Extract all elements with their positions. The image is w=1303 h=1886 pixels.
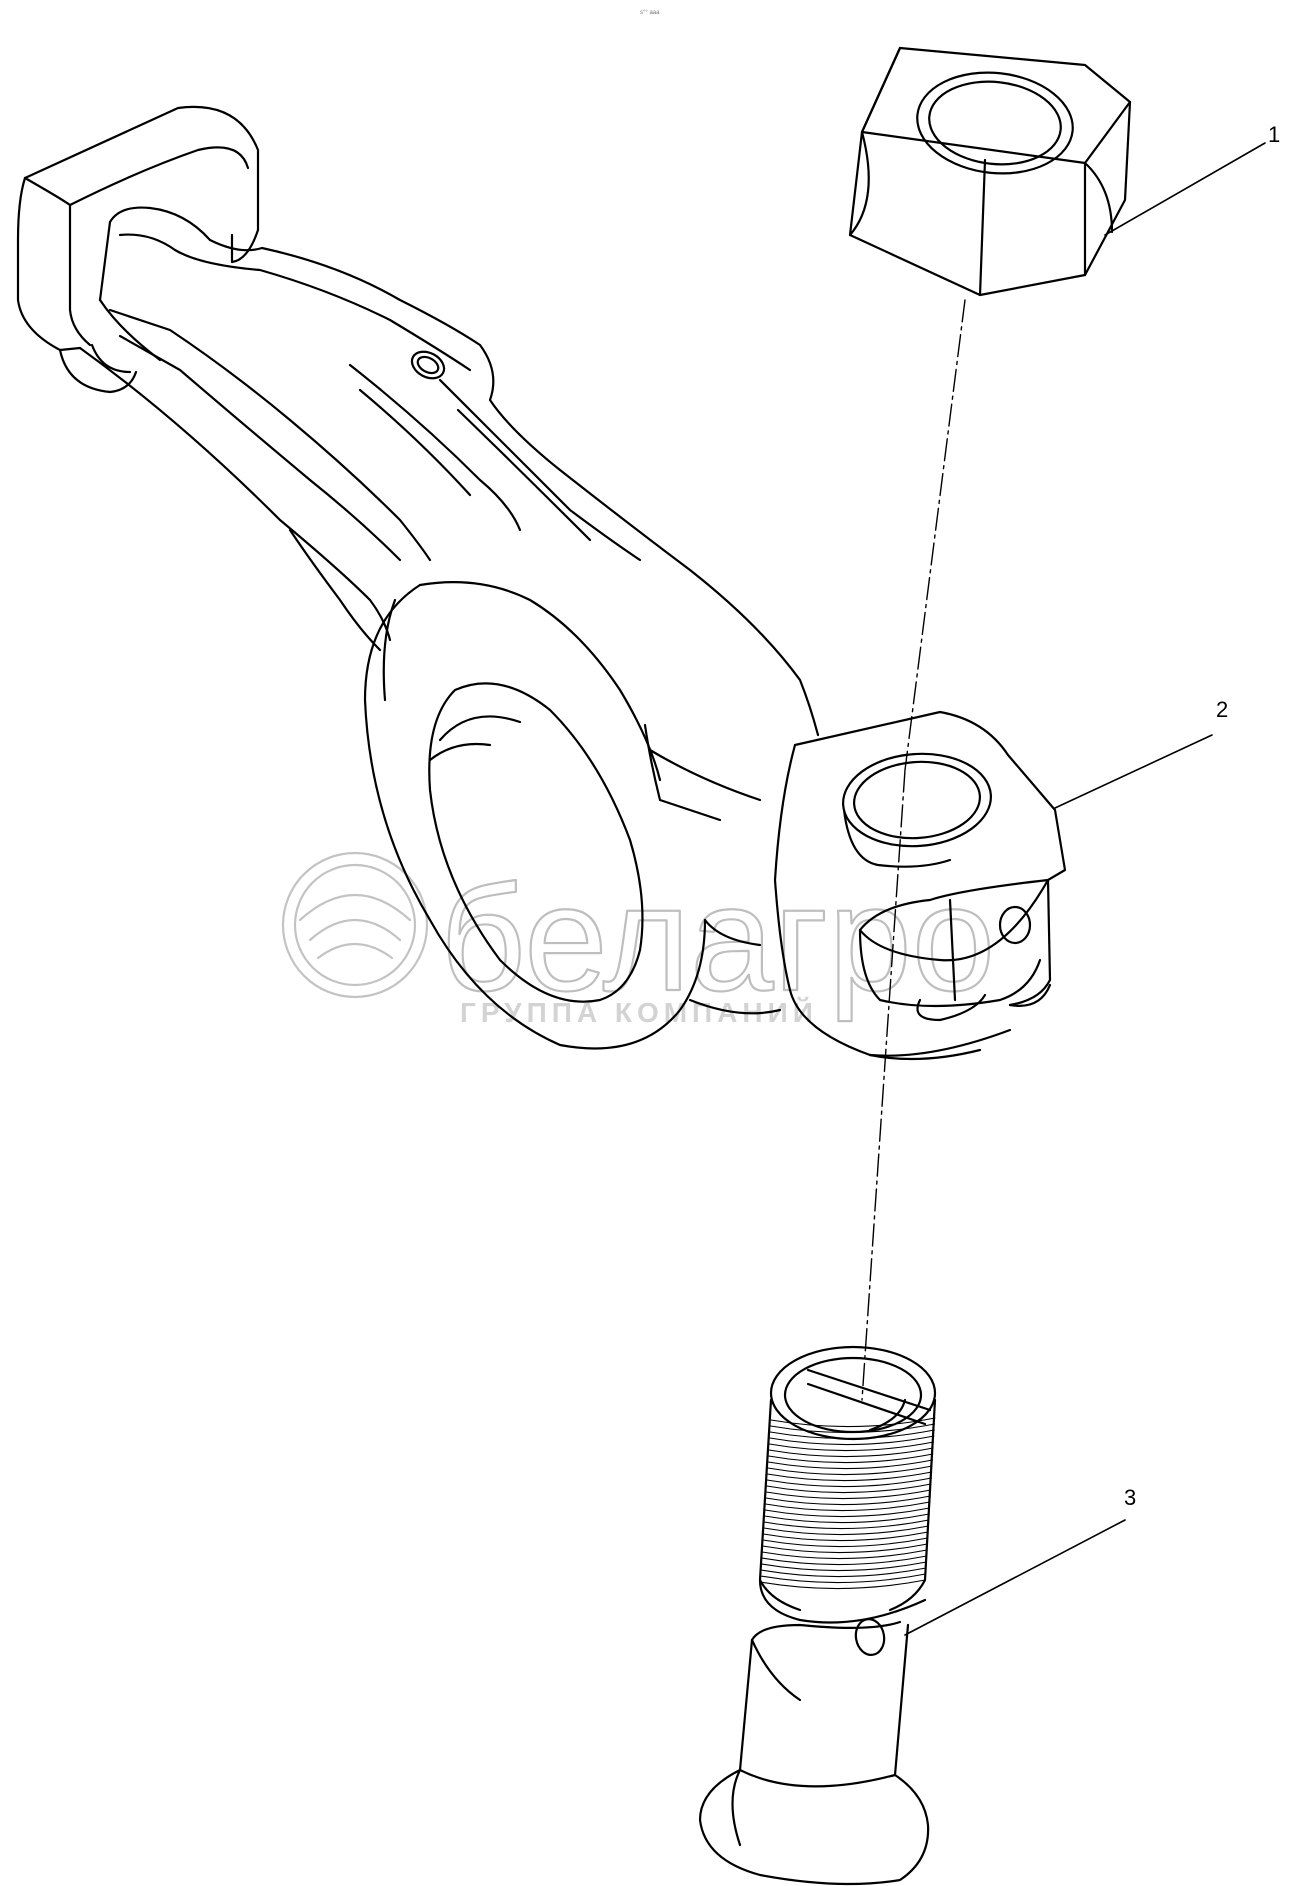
thread-line xyxy=(760,1573,927,1584)
thread-line xyxy=(762,1543,928,1554)
thread-line xyxy=(767,1459,934,1470)
thread-line xyxy=(765,1489,932,1500)
thread-line xyxy=(764,1513,930,1524)
thread-line xyxy=(766,1477,932,1488)
thread-line xyxy=(768,1441,935,1452)
thread-line xyxy=(764,1501,931,1512)
adjusting-screw-part xyxy=(698,1345,937,1886)
thread-line xyxy=(770,1423,936,1434)
thread-line xyxy=(762,1531,929,1542)
thread-line xyxy=(769,1429,935,1440)
thread-line xyxy=(760,1561,927,1572)
rocker-arm-part xyxy=(16,105,1067,1061)
thread-line xyxy=(770,1417,936,1428)
thread-line xyxy=(763,1525,930,1536)
callout-3-label: 3 xyxy=(1124,1485,1136,1510)
thread-line xyxy=(766,1483,932,1494)
thread-line xyxy=(768,1447,934,1458)
thread-line xyxy=(766,1471,933,1482)
thread-line xyxy=(765,1495,931,1506)
nut-part xyxy=(848,46,1132,297)
thread-line xyxy=(767,1465,933,1476)
watermark-emblem-icon xyxy=(281,851,429,999)
thread-line xyxy=(769,1435,935,1446)
watermark: белагро ГРУППА КОМПАНИЙ xyxy=(281,851,996,1028)
watermark-logo-text: белагро xyxy=(440,854,995,1022)
callout-2-label: 2 xyxy=(1216,697,1228,722)
thread-line xyxy=(764,1507,931,1518)
assembly-axis-line xyxy=(861,299,966,1401)
thread-line xyxy=(762,1537,929,1548)
top-mark: s°° aaa xyxy=(640,10,660,16)
thread-line xyxy=(759,1579,926,1590)
thread-line xyxy=(760,1567,927,1578)
callout-leaders xyxy=(904,142,1266,1636)
thread-line xyxy=(768,1453,934,1464)
thread-line xyxy=(761,1555,928,1566)
thread-lines xyxy=(759,1417,936,1590)
callout-1-label: 1 xyxy=(1268,122,1280,147)
thread-line xyxy=(763,1519,930,1530)
thread-line xyxy=(761,1549,928,1560)
